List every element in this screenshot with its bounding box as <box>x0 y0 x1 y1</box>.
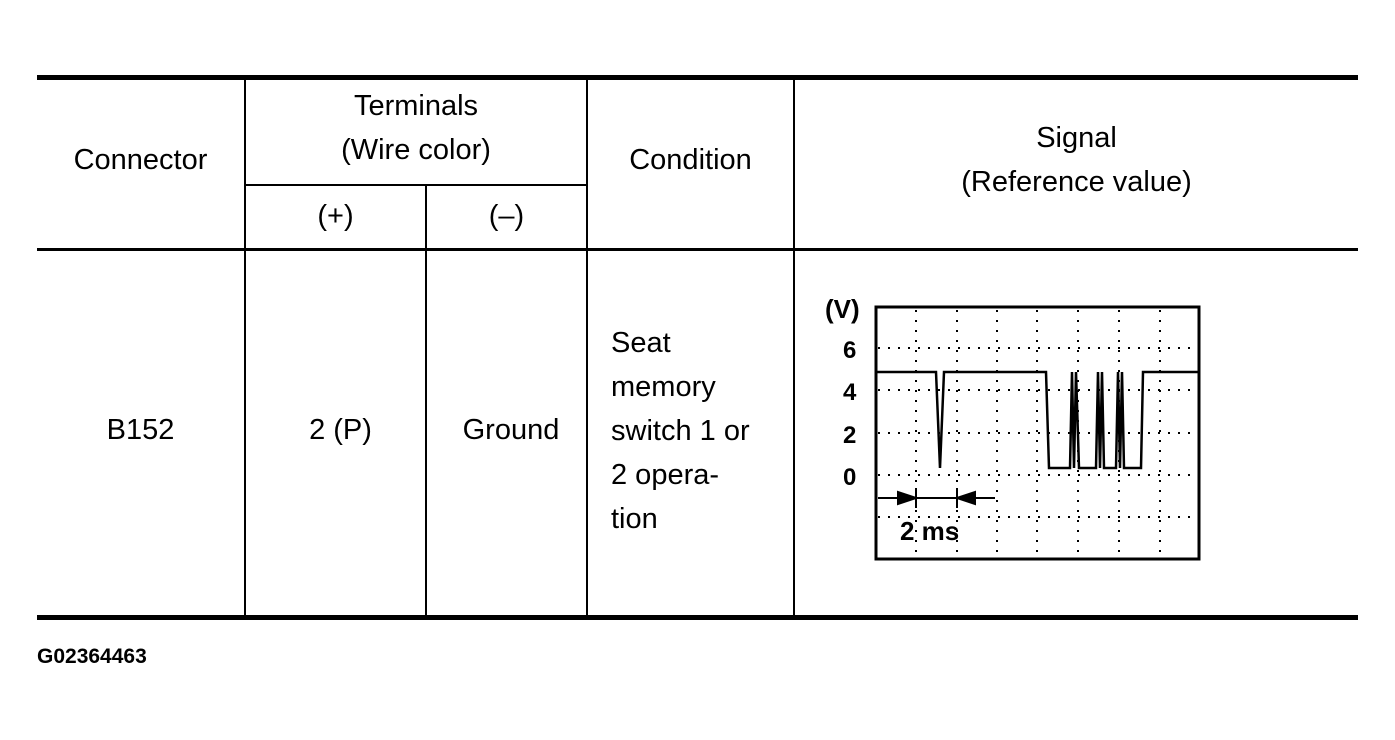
table-bottom-rule <box>37 615 1358 620</box>
col-divider-3 <box>586 80 588 616</box>
figure-id: G02364463 <box>37 645 147 668</box>
terminals-sub-rule <box>245 184 587 186</box>
condition-line: tion <box>611 503 658 535</box>
header-connector: Connector <box>73 144 208 176</box>
table-top-rule <box>37 75 1358 80</box>
header-terminals-line2: (Wire color) <box>341 134 491 166</box>
time-scale-label: 2 ms <box>900 516 959 546</box>
cell-connector: B152 <box>106 414 175 446</box>
col-divider-2 <box>425 186 427 616</box>
y-tick-label: 0 <box>843 464 856 491</box>
y-tick-label: 6 <box>843 337 856 364</box>
signal-waveform-graph: (V) 6 4 2 0 2 ms <box>825 294 1201 561</box>
y-unit-label: (V) <box>825 294 860 324</box>
header-signal-line2: (Reference value) <box>961 166 1192 198</box>
col-divider-1 <box>244 80 246 616</box>
cell-terminal-minus: Ground <box>462 414 560 446</box>
condition-line: memory <box>611 371 716 403</box>
col-divider-4 <box>793 80 795 616</box>
cell-condition: Seat memory switch 1 or 2 opera- tion <box>611 321 750 541</box>
condition-line: 2 opera- <box>611 459 720 491</box>
signal-trace <box>876 370 1198 470</box>
y-tick-label: 2 <box>843 422 856 449</box>
condition-line: switch 1 or <box>611 415 750 447</box>
header-signal-line1: Signal <box>1036 122 1117 154</box>
scope-frame <box>874 305 1201 561</box>
header-condition: Condition <box>629 144 752 176</box>
header-terminals-line1: Terminals <box>353 90 479 122</box>
header-bottom-rule <box>37 248 1358 251</box>
header-terminal-minus: (–) <box>488 200 525 232</box>
time-scale-indicator <box>878 488 995 508</box>
cell-terminal-plus: 2 (P) <box>309 414 372 446</box>
y-tick-label: 4 <box>843 379 857 406</box>
condition-line: Seat <box>611 327 671 359</box>
scope-grid <box>878 310 1198 558</box>
header-terminal-plus: (+) <box>317 200 354 232</box>
